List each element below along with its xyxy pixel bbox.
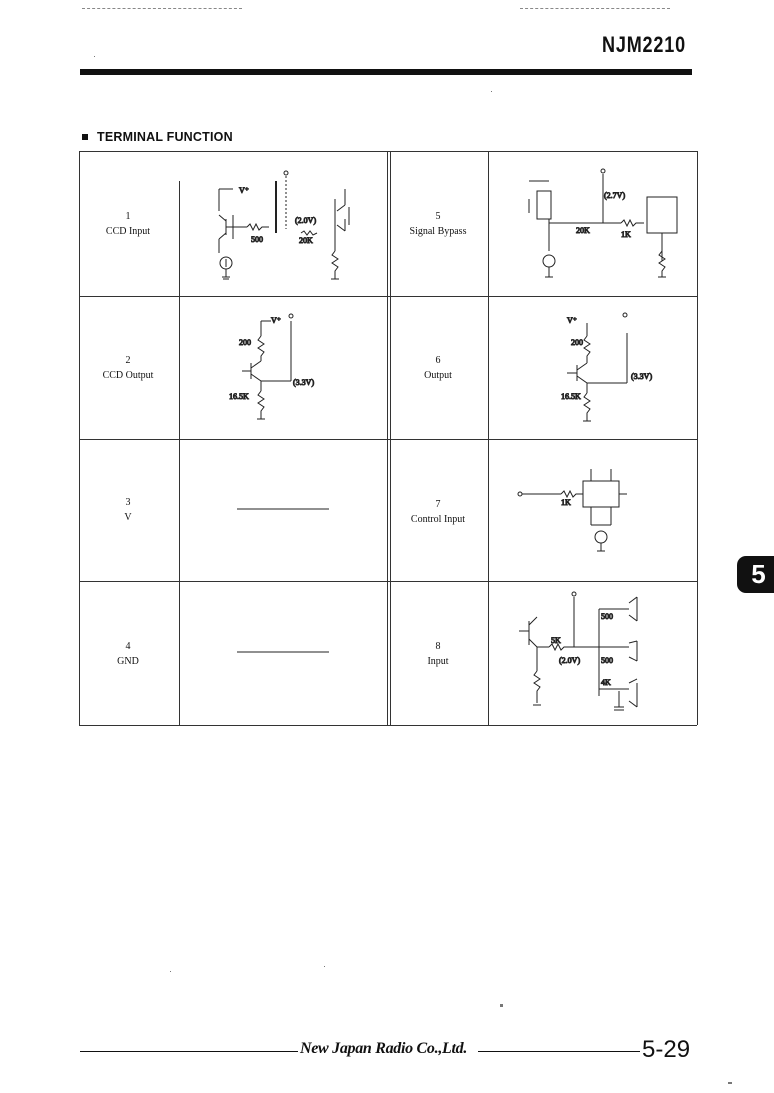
- terminal-8: 8 Input: [393, 639, 483, 669]
- table-row-divider-1: [79, 296, 697, 297]
- terminal-function-table: 1 CCD Input 2 CCD Output 3 V 4 GND 5 Sig…: [79, 151, 698, 726]
- terminal-number: 6: [435, 355, 441, 366]
- terminal-5: 5 Signal Bypass: [393, 209, 483, 239]
- circuit-diagrams: V⁺ 500 (2.0V) 20K: [218, 168, 678, 711]
- t2-r2: 16.5K: [229, 392, 249, 401]
- terminal-name: CCD Output: [102, 370, 154, 381]
- circuit-6-output: V⁺ 200 16.5K (3.3V): [561, 312, 653, 422]
- t2-bias: (3.3V): [293, 378, 314, 387]
- page-number: 5-29: [642, 1036, 691, 1063]
- scan-speck: [324, 966, 325, 967]
- circuit-2-ccd-output: V⁺ 200 16.5K (3.3V): [229, 313, 315, 420]
- scan-speck: [728, 1082, 732, 1084]
- terminal-number: 3: [125, 497, 131, 508]
- terminal-number: 8: [435, 641, 441, 652]
- footer-rule-right: [478, 1051, 640, 1052]
- t2-vplus: V⁺: [271, 316, 281, 325]
- t8-r1: 5K: [551, 636, 561, 645]
- table-divider-middle: [387, 151, 388, 725]
- terminal-name: GND: [117, 656, 139, 667]
- circuit-7-control-input: 1K: [517, 469, 627, 552]
- bullet-square-icon: [82, 134, 88, 140]
- t7-r1: 1K: [561, 498, 571, 507]
- terminal-number: 7: [435, 499, 441, 510]
- t1-bias: (2.0V): [295, 216, 316, 225]
- table-border-right: [697, 151, 698, 725]
- terminal-7: 7 Control Input: [393, 497, 483, 527]
- terminal-1: 1 CCD Input: [83, 209, 173, 239]
- t6-vplus: V⁺: [567, 316, 577, 325]
- scan-speck: [94, 56, 95, 57]
- table-divider-middle-2: [390, 151, 391, 725]
- terminal-3: 3 V: [83, 495, 173, 525]
- t6-bias: (3.3V): [631, 372, 652, 381]
- circuit-5-signal-bypass: (2.7V) 20K 1K: [528, 168, 678, 278]
- t6-r2: 16.5K: [561, 392, 581, 401]
- t8-r4: 4K: [601, 678, 611, 687]
- t5-r1: 20K: [576, 226, 590, 235]
- header-dash-right: [520, 8, 670, 9]
- t5-bias: (2.7V): [604, 191, 625, 200]
- terminal-number: 5: [435, 211, 441, 222]
- t8-r2: 500: [601, 612, 613, 621]
- terminal-number: 1: [125, 211, 131, 222]
- t8-bias: (2.0V): [559, 656, 580, 665]
- terminal-name: Control Input: [410, 514, 466, 525]
- section-title: TERMINAL FUNCTION: [82, 130, 233, 144]
- t1-r1: 500: [251, 235, 263, 244]
- terminal-name: Output: [424, 370, 452, 381]
- terminal-name: V: [124, 512, 132, 523]
- circuit-8-input: 5K (2.0V) 500 500 4K: [519, 591, 638, 711]
- footer-rule-left: [80, 1051, 298, 1052]
- t2-r1: 200: [239, 338, 251, 347]
- company-name: New Japan Radio Co.,Ltd.: [300, 1040, 468, 1057]
- section-title-text: TERMINAL FUNCTION: [97, 130, 233, 144]
- table-divider-col1: [179, 181, 180, 725]
- t8-r3: 500: [601, 656, 613, 665]
- scan-speck: [491, 91, 492, 92]
- t1-r2: 20K: [299, 236, 313, 245]
- scan-speck: [500, 1004, 503, 1007]
- terminal-number: 4: [125, 641, 131, 652]
- table-divider-col3: [488, 151, 489, 725]
- terminal-name: CCD Input: [105, 226, 151, 237]
- header-dash-left: [82, 8, 242, 9]
- t1-vplus: V⁺: [239, 186, 249, 195]
- terminal-name: Input: [427, 656, 449, 667]
- section-tab: 5: [737, 556, 774, 593]
- header-rule: [80, 69, 692, 75]
- terminal-6: 6 Output: [393, 353, 483, 383]
- table-border-bottom: [79, 725, 697, 726]
- table-row-divider-2: [79, 439, 697, 440]
- part-number: NJM2210: [602, 32, 686, 57]
- terminal-2: 2 CCD Output: [83, 353, 173, 383]
- scan-speck: [170, 971, 171, 972]
- terminal-4: 4 GND: [83, 639, 173, 669]
- circuit-1-ccd-input: V⁺ 500 (2.0V) 20K: [218, 170, 350, 280]
- t6-r1: 200: [571, 338, 583, 347]
- terminal-name: Signal Bypass: [409, 226, 467, 237]
- t5-r2: 1K: [621, 230, 631, 239]
- terminal-number: 2: [125, 355, 131, 366]
- table-border-top: [79, 151, 697, 152]
- table-border-left: [79, 151, 80, 725]
- table-row-divider-3: [79, 581, 697, 582]
